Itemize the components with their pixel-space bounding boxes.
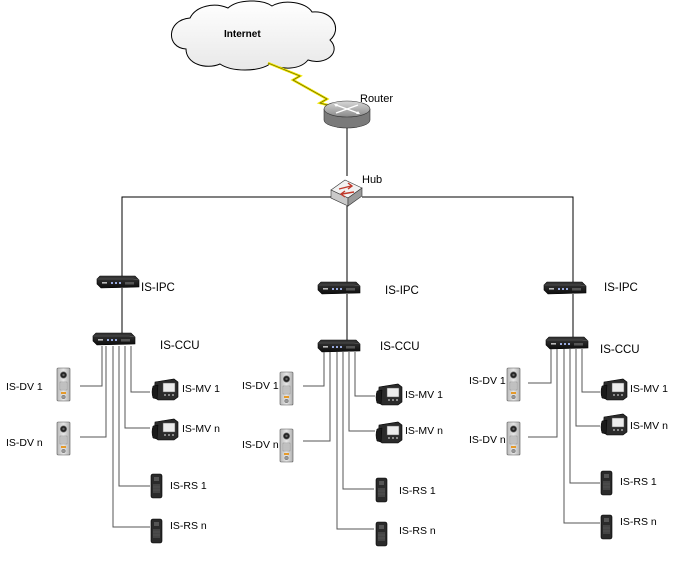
handset-station-1-icon xyxy=(600,470,613,496)
wire-rsn xyxy=(563,349,600,524)
ipc-label: IS-IPC xyxy=(604,282,638,294)
dvn-label: IS-DV n xyxy=(469,434,506,446)
hub-icon xyxy=(330,179,363,207)
ccu-label: IS-CCU xyxy=(160,340,200,352)
ccu-device-icon xyxy=(92,332,136,346)
wire-dv1 xyxy=(528,349,552,384)
hub-bus-right xyxy=(362,196,574,282)
mv1-label: IS-MV 1 xyxy=(182,383,220,395)
dvn-label: IS-DV n xyxy=(6,437,43,449)
group-3: IS-IPC IS-CCU IS-DV 1 IS-DV n IS-MV 1 IS… xyxy=(469,281,668,540)
ipc-device-icon xyxy=(317,281,361,295)
dvn-label: IS-DV n xyxy=(242,439,279,451)
handset-station-n-icon xyxy=(600,514,613,540)
monitor-station-n-icon xyxy=(151,418,179,441)
ipc-device-icon xyxy=(96,275,140,289)
ccu-label: IS-CCU xyxy=(600,344,640,356)
wire-rs1 xyxy=(118,346,150,487)
hub-bus-left xyxy=(121,196,331,276)
door-station-n-icon xyxy=(56,421,71,456)
door-station-1-icon xyxy=(56,367,71,402)
dv1-label: IS-DV 1 xyxy=(6,381,43,393)
handset-station-n-icon xyxy=(150,518,163,544)
router-icon xyxy=(323,100,371,129)
monitor-station-1-icon xyxy=(600,378,628,401)
mvn-label: IS-MV n xyxy=(630,420,668,432)
mv1-label: IS-MV 1 xyxy=(630,383,668,395)
door-station-n-icon xyxy=(279,428,294,463)
wire-mvn xyxy=(348,352,375,432)
ccu-label: IS-CCU xyxy=(380,341,420,353)
handset-station-1-icon xyxy=(150,473,163,499)
rsn-label: IS-RS n xyxy=(620,516,657,528)
wire-rsn xyxy=(112,346,150,528)
door-station-1-icon xyxy=(506,367,521,402)
dv1-label: IS-DV 1 xyxy=(469,375,506,387)
wire-dvn xyxy=(303,352,331,442)
wire-dvn xyxy=(528,349,558,438)
handset-station-n-icon xyxy=(375,521,388,547)
router-label: Router xyxy=(360,93,393,105)
wire-mv1 xyxy=(354,352,375,397)
wire-rsn xyxy=(336,352,374,530)
wire-rs1 xyxy=(342,352,374,490)
rsn-label: IS-RS n xyxy=(170,520,207,532)
internet-cloud-icon xyxy=(171,0,336,71)
rs1-label: IS-RS 1 xyxy=(620,476,657,488)
monitor-station-n-icon xyxy=(600,413,628,436)
monitor-station-n-icon xyxy=(375,421,403,444)
wire-mv1 xyxy=(130,346,150,393)
wire-rs1 xyxy=(569,349,600,484)
ipc-label: IS-IPC xyxy=(385,285,419,297)
monitor-station-1-icon xyxy=(151,378,179,401)
door-station-n-icon xyxy=(506,421,521,456)
door-station-1-icon xyxy=(279,371,294,406)
wire-mv1 xyxy=(581,349,600,393)
mvn-label: IS-MV n xyxy=(405,425,443,437)
wire-mvn xyxy=(124,346,150,429)
handset-station-1-icon xyxy=(375,477,388,503)
rsn-label: IS-RS n xyxy=(399,525,436,537)
group-2: IS-IPC IS-CCU IS-DV 1 IS-DV n IS-MV 1 IS… xyxy=(242,281,443,547)
hub-label: Hub xyxy=(362,174,382,186)
wire-dvn xyxy=(80,346,107,438)
ccu-device-icon xyxy=(317,339,361,353)
ccu-device-icon xyxy=(545,336,589,350)
rs1-label: IS-RS 1 xyxy=(399,485,436,497)
ipc-device-icon xyxy=(543,281,587,295)
dv1-label: IS-DV 1 xyxy=(242,380,279,392)
wire-dv1 xyxy=(80,346,103,387)
ipc-label: IS-IPC xyxy=(141,282,175,294)
wire-dv1 xyxy=(303,352,325,387)
mv1-label: IS-MV 1 xyxy=(405,389,443,401)
rs1-label: IS-RS 1 xyxy=(170,480,207,492)
monitor-station-1-icon xyxy=(375,383,403,406)
group-1: IS-IPC IS-CCU IS-DV 1 IS-DV n IS-MV 1 IS… xyxy=(6,275,220,544)
mvn-label: IS-MV n xyxy=(182,423,220,435)
wire-mvn xyxy=(575,349,600,427)
internet-label: Internet xyxy=(224,29,261,40)
